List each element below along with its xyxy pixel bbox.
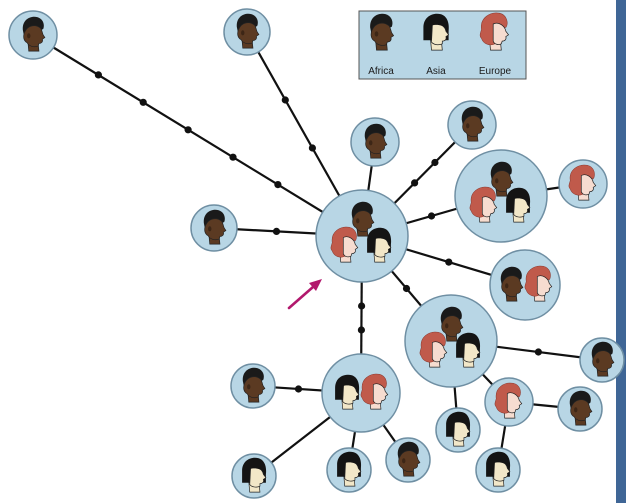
legend: Africa Asia Europe xyxy=(358,10,527,80)
africa-face-icon xyxy=(397,441,421,477)
asia-face-icon xyxy=(506,187,531,223)
mutation-mark xyxy=(431,158,439,167)
mutation-mark xyxy=(272,227,281,235)
mutation-mark xyxy=(427,212,436,220)
haplotype-node-af-upper-2 xyxy=(447,100,497,150)
africa-face-icon xyxy=(500,266,524,302)
africa-face-icon xyxy=(569,390,593,426)
africa-face-icon xyxy=(236,13,260,49)
africa-face-icon xyxy=(364,123,388,159)
africa-face-icon xyxy=(242,367,266,403)
asia-face-icon xyxy=(456,332,481,368)
arrow-icon xyxy=(287,279,322,310)
haplotype-node-af-eu-pair xyxy=(489,249,561,321)
asia-face-icon xyxy=(486,451,511,487)
africa-face-icon xyxy=(461,106,485,142)
europe-face-icon xyxy=(360,373,389,410)
mutation-mark xyxy=(294,385,303,393)
europe-face-icon xyxy=(469,186,498,223)
africa-face-icon xyxy=(351,201,375,237)
mutation-mark xyxy=(229,153,237,161)
europe-face-icon xyxy=(524,265,553,302)
haplotype-node-as-bottom-left xyxy=(231,453,277,499)
haplotype-node-af-upper-1 xyxy=(350,117,400,167)
legend-label-europe: Europe xyxy=(479,66,512,77)
europe-face-icon xyxy=(419,331,448,368)
mutation-mark xyxy=(139,98,147,106)
haplotype-node-mixed-right xyxy=(454,149,548,243)
mutation-mark xyxy=(402,284,411,293)
haplotype-node-mixed-lower-right xyxy=(404,294,498,388)
mutation-mark xyxy=(274,181,282,189)
haplotype-node-as-bottom-mid xyxy=(326,447,372,493)
africa-face-icon xyxy=(591,341,615,377)
africa-face-icon xyxy=(370,13,395,51)
africa-face-icon xyxy=(440,306,464,342)
haplotype-node-as-eu-pair xyxy=(321,353,401,433)
haplotype-node-af-bottom-mid xyxy=(385,437,431,483)
europe-face-icon xyxy=(330,226,359,263)
legend-item-europe: Europe xyxy=(479,12,512,77)
mutation-mark xyxy=(308,144,316,152)
europe-face-icon xyxy=(568,164,597,201)
legend-label-asia: Asia xyxy=(426,66,446,77)
mutation-mark xyxy=(445,258,453,266)
mutation-mark xyxy=(357,326,365,334)
haplotype-node-af-left xyxy=(190,204,238,252)
legend-items: Africa Asia Europe xyxy=(368,12,512,77)
legend-label-africa: Africa xyxy=(368,66,394,77)
asia-face-icon xyxy=(335,374,360,410)
arrow-layer xyxy=(287,279,322,310)
asia-face-icon xyxy=(242,457,267,493)
asia-face-icon xyxy=(423,13,450,51)
haplotype-node-root xyxy=(315,189,409,283)
haplotype-node-af-top xyxy=(223,8,271,56)
asia-face-icon xyxy=(367,227,392,263)
asia-face-icon xyxy=(446,411,471,447)
europe-face-icon xyxy=(479,12,510,51)
haplotype-node-eu-lower xyxy=(484,377,534,427)
mutation-mark xyxy=(184,126,192,134)
africa-face-icon xyxy=(22,16,46,52)
legend-item-asia: Asia xyxy=(423,13,450,77)
haplotype-node-af-bottom-right xyxy=(557,386,603,432)
haplotype-node-af-top-left xyxy=(8,10,58,60)
mutation-mark xyxy=(358,302,366,310)
haplotype-node-eu-far-right xyxy=(558,159,608,209)
network-edge xyxy=(32,34,363,237)
mutation-mark xyxy=(94,71,102,79)
asia-face-icon xyxy=(337,451,362,487)
africa-face-icon xyxy=(490,161,514,197)
africa-face-icon xyxy=(203,209,227,245)
haplotype-node-as-bottom-2 xyxy=(475,447,521,493)
mutation-mark xyxy=(534,348,543,356)
legend-item-africa: Africa xyxy=(368,13,395,77)
mutation-mark xyxy=(411,179,419,187)
nodes-layer xyxy=(8,8,625,499)
europe-face-icon xyxy=(494,382,523,419)
haplotype-node-af-lower-right xyxy=(579,337,625,383)
haplotype-node-af-bottom-left xyxy=(230,363,276,409)
mutation-mark xyxy=(281,96,289,104)
haplotype-node-as-bottom-1 xyxy=(435,407,481,453)
